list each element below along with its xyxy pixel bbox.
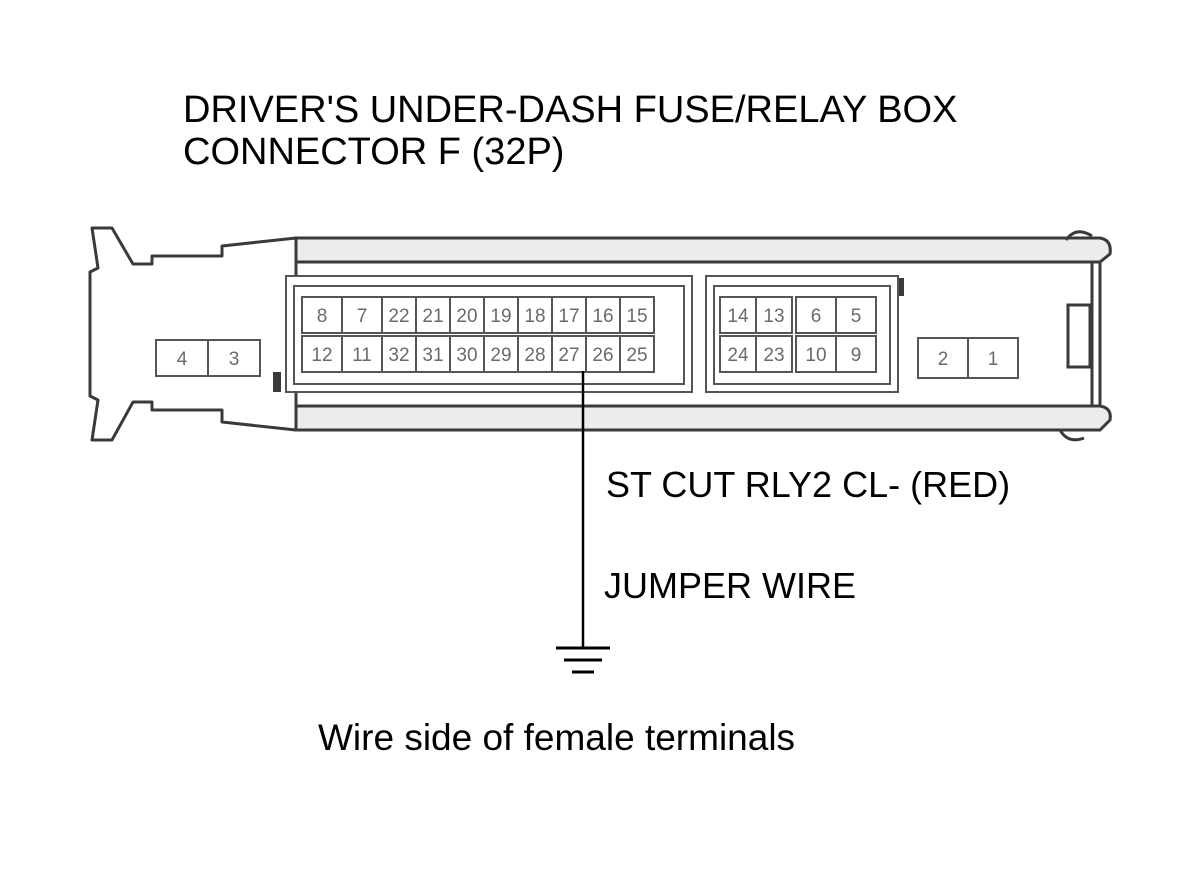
terminal-number-21: 21 (422, 306, 443, 327)
terminal-number-18: 18 (524, 306, 545, 327)
terminal-number-1: 1 (988, 349, 999, 370)
terminal-number-17: 17 (558, 306, 579, 327)
terminal-number-3: 3 (229, 349, 240, 370)
terminal-number-31: 31 (422, 345, 443, 366)
terminal-number-19: 19 (490, 306, 511, 327)
terminal-cell (301, 335, 343, 373)
terminal-number-13: 13 (763, 306, 784, 327)
terminal-cell (381, 335, 417, 373)
terminal-number-8: 8 (317, 306, 328, 327)
terminal-cell (967, 337, 1019, 379)
probe-terminal-label: ST CUT RLY2 CL- (RED) (606, 464, 1010, 505)
terminal-number-10: 10 (805, 345, 826, 366)
terminal-cell (517, 335, 553, 373)
terminal-number-2: 2 (938, 349, 949, 370)
terminal-cell (835, 296, 877, 334)
terminal-number-29: 29 (490, 345, 511, 366)
jumper-wire-label: JUMPER WIRE (604, 565, 856, 606)
terminal-cell (795, 296, 837, 334)
terminal-cell (619, 335, 655, 373)
terminal-cell (795, 335, 837, 373)
terminal-number-16: 16 (592, 306, 613, 327)
terminal-number-22: 22 (388, 306, 409, 327)
terminal-cell (415, 335, 451, 373)
terminal-number-20: 20 (456, 306, 477, 327)
terminal-number-25: 25 (626, 345, 647, 366)
title-line-2: CONNECTOR F (32P) (183, 131, 564, 173)
terminal-number-12: 12 (311, 345, 332, 366)
terminal-cell (155, 339, 209, 377)
main-pin-group: 8 12 7 11 22 32 21 31 20 30 19 29 18 28 17 27 16 26 15 25 (301, 296, 655, 373)
terminal-number-6: 6 (811, 306, 822, 327)
right-pin-group: 14 24 13 23 6 10 5 9 (719, 296, 877, 373)
terminal-cell (719, 335, 757, 373)
terminal-number-9: 9 (851, 345, 862, 366)
terminal-cell (755, 335, 793, 373)
terminal-cell (719, 296, 757, 334)
terminal-number-30: 30 (456, 345, 477, 366)
terminal-cell (517, 296, 553, 334)
terminal-cell (551, 335, 587, 373)
terminal-cell (755, 296, 793, 334)
terminal-number-32: 32 (388, 345, 409, 366)
terminal-number-14: 14 (727, 306, 749, 327)
terminal-number-27: 27 (558, 345, 579, 366)
terminal-number-15: 15 (626, 306, 647, 327)
terminal-cell (415, 296, 451, 334)
terminal-number-7: 7 (357, 306, 368, 327)
terminal-cell (207, 339, 261, 377)
terminal-number-24: 24 (727, 345, 749, 366)
terminal-cell (917, 337, 969, 379)
footer-caption: Wire side of female terminals (318, 717, 795, 758)
terminal-cell (483, 335, 519, 373)
terminal-number-11: 11 (352, 345, 372, 366)
terminal-cell (341, 335, 383, 373)
terminal-number-23: 23 (763, 345, 784, 366)
ground-symbol-icon (556, 646, 610, 674)
terminal-cell (619, 296, 655, 334)
terminal-number-5: 5 (851, 306, 862, 327)
terminal-cell (585, 296, 621, 334)
terminal-cell (835, 335, 877, 373)
terminal-number-4: 4 (177, 349, 188, 370)
terminal-number-28: 28 (524, 345, 545, 366)
title-line-1: DRIVER'S UNDER-DASH FUSE/RELAY BOX (183, 89, 957, 131)
terminal-number-26: 26 (592, 345, 613, 366)
